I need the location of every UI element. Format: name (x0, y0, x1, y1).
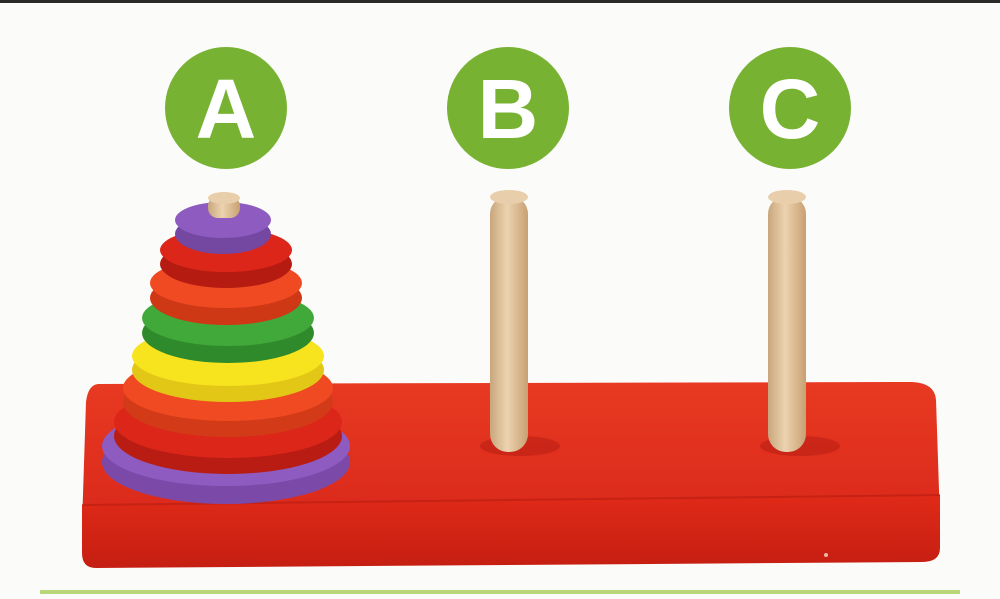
label-b-text: B (477, 62, 539, 156)
peg-c (768, 190, 806, 452)
peg-a (208, 192, 240, 218)
bottom-divider (40, 590, 960, 594)
label-a: A (165, 47, 287, 169)
disk-stack (102, 192, 350, 504)
label-b: B (447, 47, 569, 169)
label-c-text: C (759, 62, 821, 156)
disk-8 (175, 202, 271, 254)
peg-b (490, 190, 528, 452)
label-c: C (729, 47, 851, 169)
top-border (0, 0, 1000, 3)
label-a-text: A (195, 62, 257, 156)
